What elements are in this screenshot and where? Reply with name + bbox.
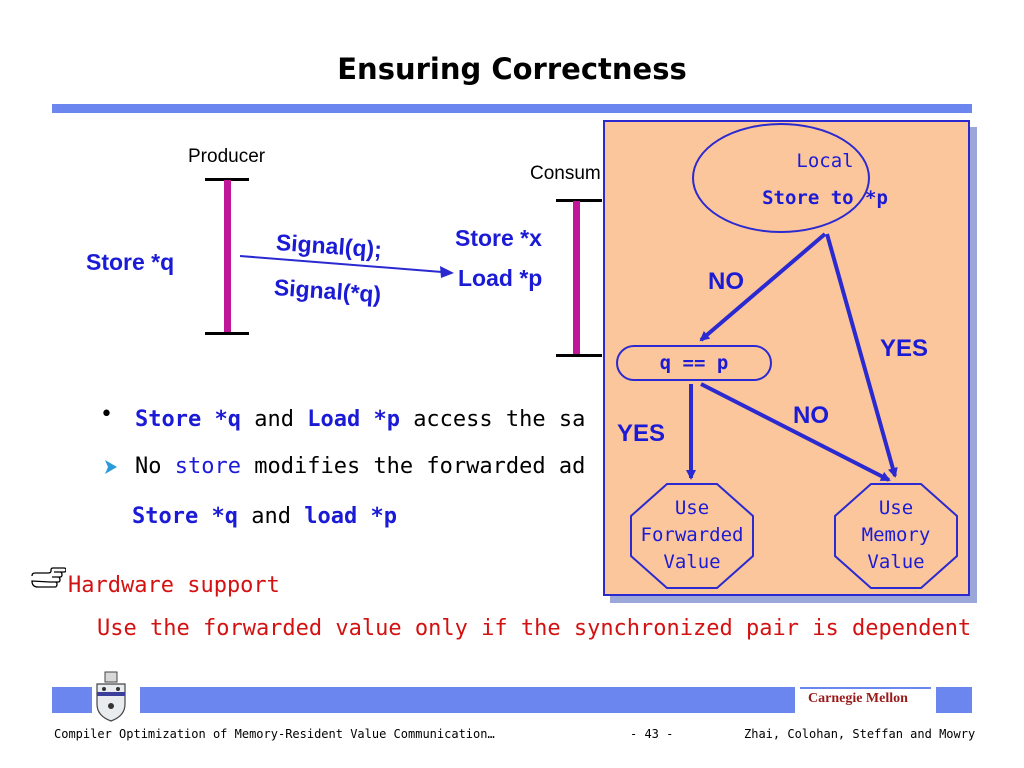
- bullet-1-and: and: [254, 407, 294, 432]
- footer-authors: Zhai, Colohan, Steffan and Mowry: [744, 727, 976, 741]
- producer-store-op: Store *q: [86, 249, 175, 275]
- footer-brand-box: [800, 687, 931, 715]
- forwarded-node-line-2: Forwarded: [640, 524, 744, 546]
- hardware-support-detail: Use the forwarded value only if the sync…: [97, 616, 972, 641]
- consumer-label: Consum: [530, 163, 601, 184]
- footer-brand: Carnegie Mellon: [808, 691, 908, 706]
- bullet-3-and: and: [251, 504, 291, 529]
- bullet-1-rest: access the sa: [413, 407, 586, 432]
- memory-node-line-3: Value: [867, 551, 925, 573]
- producer-timeline-bottom-cap: [205, 332, 249, 335]
- consumer-timeline-bottom-cap: [556, 354, 602, 357]
- pointing-hand-icon: [31, 567, 66, 588]
- footer-bar-right-stub: [936, 687, 972, 713]
- bullet-2-rest: modifies the forwarded ad: [254, 454, 586, 479]
- arrowhead-bullet-icon: [105, 460, 117, 474]
- bullet-dot-icon: •: [100, 402, 113, 427]
- bullet-2-no: No: [135, 454, 162, 479]
- bullet-line-1: Store *q and Load *p access the sa: [135, 407, 585, 432]
- edge-label-yes-2: YES: [617, 420, 666, 447]
- producer-timeline-top-cap: [205, 178, 249, 181]
- consumer-timeline-top-cap: [556, 199, 602, 202]
- footer-bar-main: [140, 687, 795, 713]
- decision-node-label: q == p: [659, 352, 729, 374]
- memory-node-line-2: Memory: [861, 524, 931, 546]
- forwarded-node-line-3: Value: [663, 551, 721, 573]
- start-ellipse: [692, 123, 870, 233]
- bullet-3-keyword-store: Store *q: [132, 504, 238, 529]
- memory-octagon: [834, 483, 958, 589]
- consumer-timeline-bar: [573, 201, 580, 355]
- footer-talk-title: Compiler Optimization of Memory-Resident…: [54, 727, 495, 741]
- slide-title: Ensuring Correctness: [337, 52, 687, 86]
- bullet-line-3: Store *q and load *p: [132, 504, 397, 529]
- hardware-support-heading: Hardware support: [68, 573, 280, 598]
- bullet-line-2: No store modifies the forwarded ad: [135, 454, 585, 479]
- decision-node: [616, 345, 772, 381]
- consumer-store-op: Store *x: [455, 225, 542, 251]
- forwarded-octagon: [630, 483, 754, 589]
- bullet-3-keyword-load: load *p: [304, 504, 397, 529]
- start-node-line-2: Store to *p: [762, 187, 888, 209]
- bullet-2-keyword-store: store: [174, 454, 241, 479]
- university-crest-icon: [96, 671, 126, 722]
- edge-label-yes-1: YES: [880, 335, 929, 362]
- consumer-load-op: Load *p: [458, 265, 543, 291]
- producer-label: Producer: [188, 146, 266, 167]
- edge-label-no-2: NO: [793, 402, 829, 429]
- forwarded-node-line-1: Use: [674, 497, 710, 519]
- footer-page-number: - 43 -: [630, 727, 674, 741]
- start-node-line-1: Local: [796, 150, 854, 172]
- flowchart-diagram: [616, 123, 958, 589]
- memory-node-line-1: Use: [878, 497, 914, 519]
- signal-arrow: [239, 255, 454, 278]
- bullet-1-keyword-store: Store *q: [135, 407, 241, 432]
- producer-timeline-bar: [224, 180, 231, 332]
- edge-label-no-1: NO: [708, 268, 744, 295]
- footer-bar-left-stub: [52, 687, 92, 713]
- title-underline-bar: [52, 104, 972, 113]
- bullet-1-keyword-load: Load *p: [307, 407, 400, 432]
